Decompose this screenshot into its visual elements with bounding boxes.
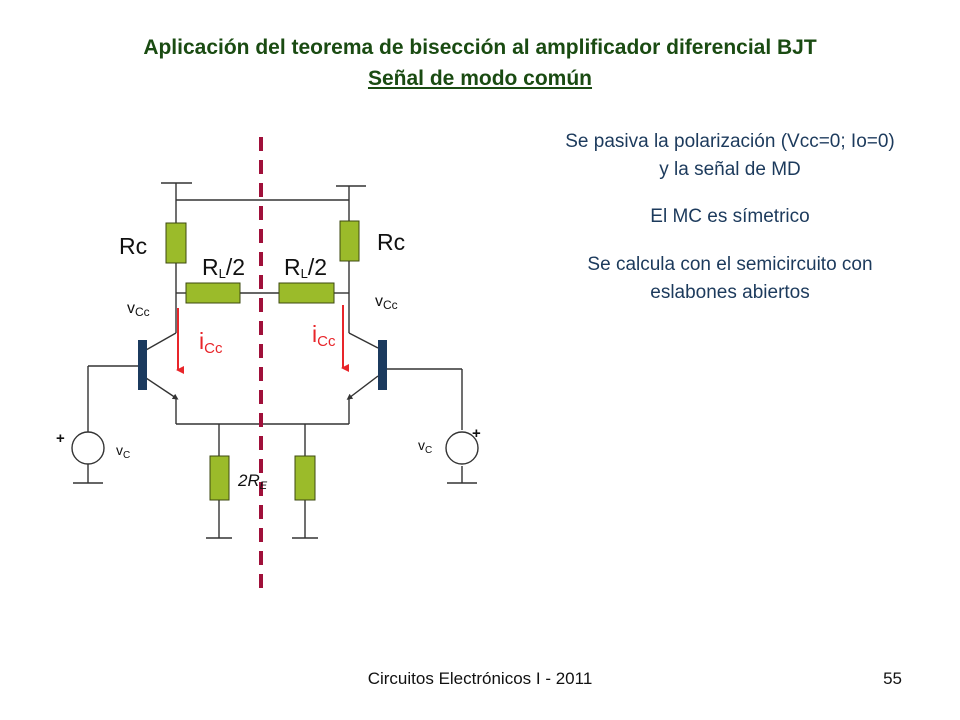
re-label: 2RE xyxy=(237,471,268,492)
vc-right-label: vC xyxy=(418,437,432,456)
right-transistor-base xyxy=(378,340,387,390)
rl-right-label: RL/2 xyxy=(284,254,327,281)
footer-page-number: 55 xyxy=(883,669,902,688)
icc-right-label: iCc xyxy=(312,321,336,350)
note-line-2: y la señal de MD xyxy=(659,159,801,180)
rc-right-resistor xyxy=(339,220,360,262)
rl-right-resistor xyxy=(278,282,335,304)
rl-left-resistor xyxy=(185,282,241,304)
slide-title: Aplicación del teorema de bisección al a… xyxy=(143,36,817,59)
rl-left-label: RL/2 xyxy=(202,254,245,281)
left-collector-lead xyxy=(145,332,177,351)
left-signal-source xyxy=(71,431,105,465)
right-signal-source xyxy=(445,431,479,465)
rc-left-label: Rc xyxy=(119,233,147,259)
note-line-4: Se calcula con el semicircuito con xyxy=(587,254,873,275)
left-emitter-lead xyxy=(145,377,179,400)
note-line-3: El MC es símetrico xyxy=(650,206,810,227)
icc-left-label: iCc xyxy=(199,328,223,357)
re-right-resistor xyxy=(294,455,316,501)
note-line-1: Se pasiva la polarización (Vcc=0; Io=0) xyxy=(565,131,895,152)
rc-right-label: Rc xyxy=(377,229,405,255)
footer-course: Circuitos Electrónicos I - 2011 xyxy=(367,669,593,688)
plus-left: + xyxy=(56,430,65,447)
rc-left-resistor xyxy=(165,222,187,264)
vcc-right-label: vCc xyxy=(375,293,398,312)
right-emitter-lead xyxy=(346,375,379,400)
left-transistor-base xyxy=(138,340,147,390)
note-line-5: eslabones abiertos xyxy=(650,282,810,303)
right-collector-lead xyxy=(348,332,379,349)
vcc-left-label: vCc xyxy=(127,300,150,319)
re-left-resistor xyxy=(209,455,230,501)
slide-subtitle: Señal de modo común xyxy=(367,67,593,90)
vc-left-label: vC xyxy=(116,442,130,461)
plus-right: + xyxy=(472,425,481,442)
